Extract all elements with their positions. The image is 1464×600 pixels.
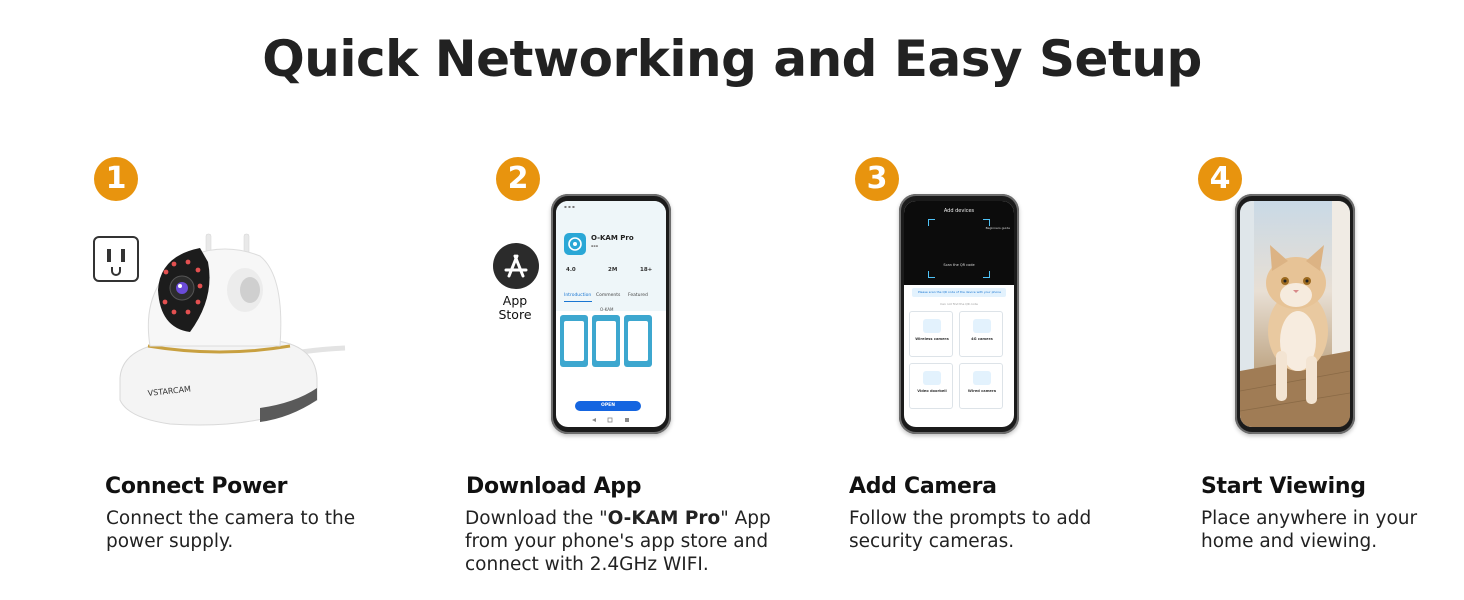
- add-devices-header: Add devices: [943, 208, 975, 214]
- app-age-rating: 18+: [640, 267, 653, 273]
- step-4-title: Start Viewing: [1201, 474, 1366, 499]
- device-card-wired[interactable]: Wired camera: [959, 363, 1003, 409]
- phone-app-download: ▪ ▪ ▪ O-KAM Pro ▪▪▪ 4.0 2M 18+ Introduct…: [551, 194, 671, 434]
- add-devices-screen: Add devices Beginners guide Scan the QR …: [904, 201, 1014, 427]
- scan-hint: Scan the QR code: [943, 263, 975, 267]
- cant-find-qr[interactable]: Can not find the QR code: [940, 302, 978, 306]
- tab-featured[interactable]: Featured: [628, 293, 648, 298]
- screenshots-label: O-KAM: [600, 307, 614, 312]
- scan-prompt: Please scan the QR code of the device wi…: [912, 288, 1006, 297]
- phone-add-camera: Add devices Beginners guide Scan the QR …: [899, 194, 1019, 434]
- step-1-badge: 1: [94, 157, 138, 201]
- security-camera-image: VSTARCAM: [119, 233, 346, 426]
- step-2-badge: 2: [496, 157, 540, 201]
- device-card-4g[interactable]: 4G camera: [959, 311, 1003, 357]
- power-outlet-icon: [93, 236, 139, 282]
- step-1-title: Connect Power: [105, 474, 288, 499]
- live-view-screen: [1240, 201, 1350, 427]
- app-name-highlight: O-KAM Pro: [607, 508, 721, 529]
- page-title: Quick Networking and Easy Setup: [262, 30, 1202, 88]
- app-name: O-KAM Pro: [591, 234, 634, 242]
- app-downloads: 2M: [608, 267, 618, 273]
- tab-comments[interactable]: Comments: [596, 293, 621, 298]
- step-3-title: Add Camera: [849, 474, 997, 499]
- step-2-title: Download App: [466, 474, 642, 499]
- open-button[interactable]: OPEN: [575, 401, 641, 411]
- step-4-badge: 4: [1198, 157, 1242, 201]
- okam-app-icon: [564, 233, 586, 255]
- step-3-badge: 3: [855, 157, 899, 201]
- app-store-icon: [493, 243, 539, 289]
- tab-introduction[interactable]: Introduction: [564, 293, 592, 298]
- device-card-wireless[interactable]: Wireless camera: [909, 311, 953, 357]
- phone-live-view: [1235, 194, 1355, 434]
- step-3-description: Follow the prompts to add security camer…: [849, 508, 1092, 552]
- step-2-description: Download the "O-KAM Pro" App from your p…: [465, 508, 771, 575]
- app-store-screen: ▪ ▪ ▪ O-KAM Pro ▪▪▪ 4.0 2M 18+ Introduct…: [556, 201, 666, 427]
- app-store-label: App Store: [498, 293, 532, 322]
- cat-image: [1240, 201, 1350, 427]
- app-rating: 4.0: [566, 267, 576, 273]
- device-card-doorbell[interactable]: Video doorbell: [909, 363, 953, 409]
- step-4-description: Place anywhere in your home and viewing.: [1201, 508, 1418, 552]
- step-1-description: Connect the camera to the power supply.: [106, 508, 356, 552]
- beginners-guide-link[interactable]: Beginners guide: [985, 226, 1010, 230]
